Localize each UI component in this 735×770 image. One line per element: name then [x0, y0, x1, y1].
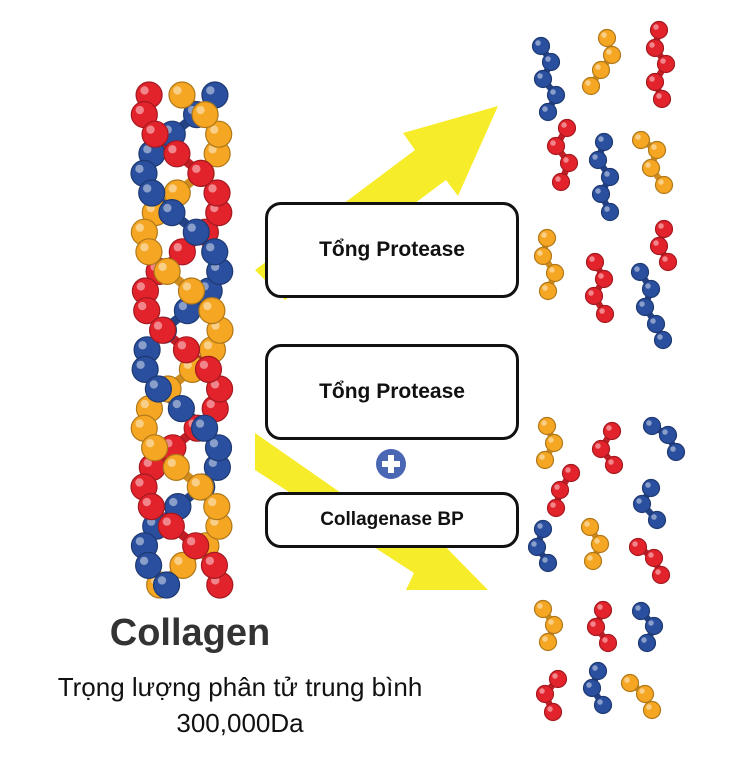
helix-bead — [148, 316, 177, 344]
peptide-fragments — [527, 20, 686, 722]
top-protease-box: Tổng Protease — [265, 202, 519, 298]
molecular-weight-value: 300,000Da — [176, 708, 304, 738]
helix-bead — [172, 336, 201, 364]
helix-bead — [138, 179, 166, 207]
helix-bead — [130, 100, 158, 129]
helix-bead — [141, 120, 169, 148]
helix-bead — [194, 355, 223, 383]
helix-bead — [131, 277, 159, 305]
helix-bead — [203, 179, 231, 207]
helix-bead — [186, 473, 214, 501]
helix-bead — [152, 571, 181, 599]
peptide-fragment — [630, 262, 673, 350]
helix-bead — [203, 493, 231, 521]
helix-bead — [182, 218, 210, 246]
peptide-fragment — [584, 252, 615, 324]
top-protease-label: Tổng Protease — [319, 238, 465, 261]
peptide-fragment — [581, 28, 622, 96]
helix-bead — [169, 551, 197, 580]
helix-bead — [135, 551, 163, 580]
helix-bead — [153, 257, 181, 285]
helix-bead — [131, 355, 159, 383]
peptide-fragment — [531, 36, 566, 122]
peptide-fragment — [631, 130, 674, 195]
peptide-fragment — [527, 519, 558, 573]
helix-bead — [141, 434, 169, 462]
helix-bead — [198, 297, 226, 325]
collagenase-box: Collagenase BP — [265, 492, 519, 548]
peptide-fragment — [591, 421, 624, 475]
helix-bead — [168, 238, 196, 266]
helix-bead — [167, 395, 195, 423]
peptide-fragment — [535, 669, 568, 722]
helix-bead — [191, 100, 219, 129]
helix-bead — [168, 81, 196, 109]
helix-bead — [158, 199, 186, 227]
peptide-fragment — [533, 599, 564, 652]
peptide-fragment — [535, 416, 564, 470]
helix-bead — [182, 532, 210, 560]
helix-bead — [205, 375, 234, 403]
helix-bead — [205, 120, 233, 148]
helix-bead — [162, 453, 190, 481]
helix-bead — [144, 375, 172, 403]
helix-bead — [204, 434, 233, 462]
helix-bead — [203, 453, 231, 481]
helix-bead — [137, 493, 165, 521]
peptide-fragment — [588, 132, 620, 222]
collagen-triple-helix — [130, 81, 234, 599]
peptide-fragment — [649, 219, 678, 272]
peptide-fragment — [645, 20, 676, 109]
helix-bead — [133, 297, 161, 325]
peptide-fragment — [628, 537, 671, 585]
helix-bead — [163, 140, 191, 168]
collagen-title: Collagen — [109, 612, 271, 654]
plus-circle-icon — [376, 449, 406, 479]
helix-bead — [200, 551, 229, 580]
peptide-fragment — [620, 673, 662, 720]
helix-bead — [201, 238, 229, 266]
helix-bead — [157, 512, 185, 540]
collagenase-label: Collagenase BP — [320, 509, 464, 530]
peptide-fragment — [582, 661, 613, 715]
middle-protease-label: Tổng Protease — [319, 380, 465, 403]
helix-bead — [190, 414, 219, 442]
peptide-fragment — [580, 517, 610, 571]
lower-arrow — [255, 433, 488, 590]
helix-bead — [177, 277, 206, 305]
middle-protease-box: Tổng Protease — [265, 344, 519, 440]
peptide-fragment — [546, 463, 581, 518]
peptide-fragment — [631, 601, 664, 653]
molecular-weight-label: Trọng lượng phân tử trung bình — [57, 672, 423, 702]
peptide-fragment — [632, 478, 667, 530]
helix-bead — [187, 159, 215, 187]
peptide-fragment — [642, 416, 686, 462]
peptide-fragment — [586, 600, 618, 653]
peptide-fragment — [533, 228, 565, 301]
helix-bead — [135, 238, 163, 266]
peptide-fragment — [546, 118, 579, 192]
helix-bead — [130, 414, 158, 442]
